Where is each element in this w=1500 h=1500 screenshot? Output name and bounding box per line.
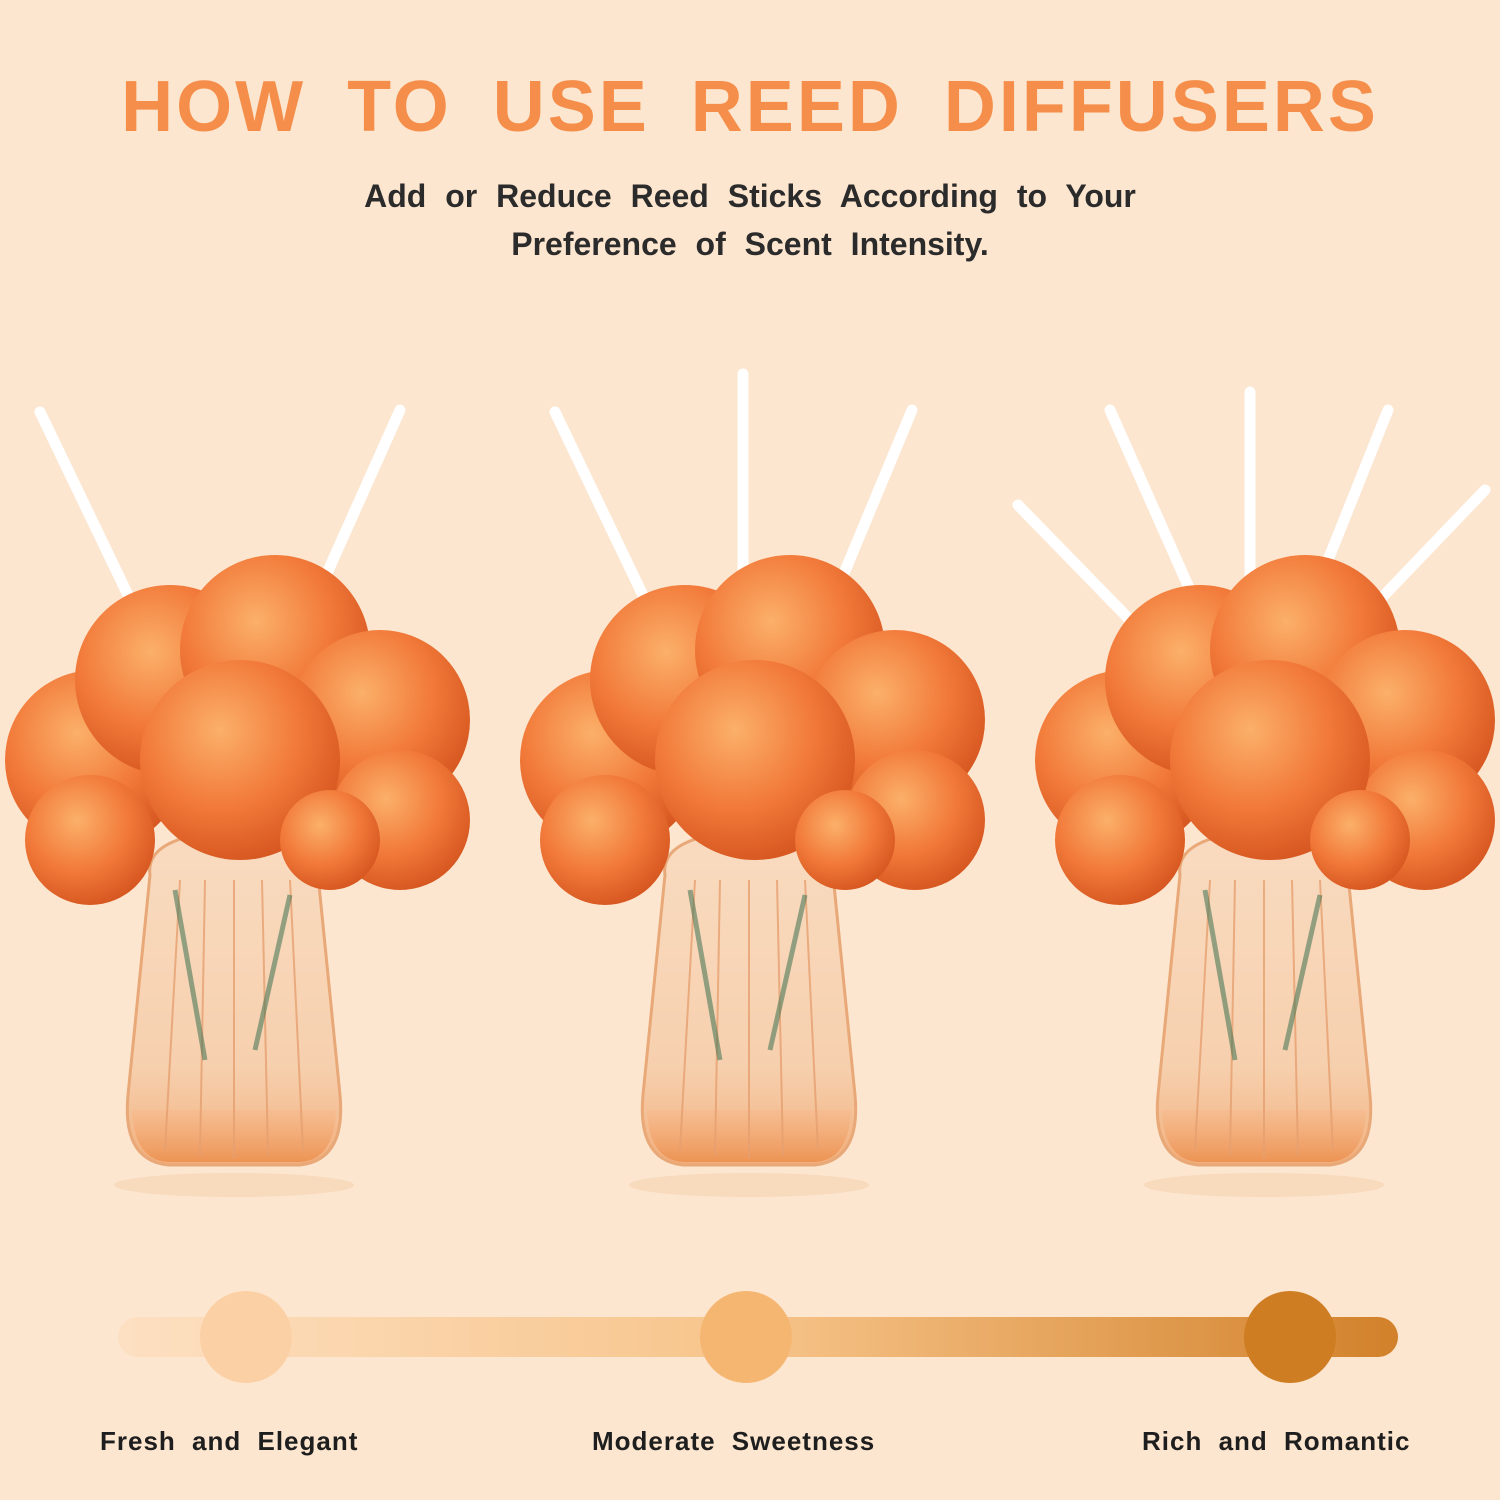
diffuser-illustrations — [0, 350, 1500, 1230]
subtitle-line-1: Add or Reduce Reed Sticks According to Y… — [364, 178, 1136, 214]
reed-sticks — [34, 404, 406, 626]
intensity-label-rich: Rich and Romantic — [1142, 1426, 1411, 1456]
intensity-scale-svg — [118, 1291, 1398, 1383]
vase — [1155, 830, 1373, 1167]
intensity-scale — [0, 1280, 1500, 1400]
reed-sticks — [1012, 386, 1491, 626]
vase — [125, 830, 343, 1167]
reed-sticks — [549, 368, 918, 616]
diffuser-fresh — [5, 404, 470, 1197]
intensity-dot-fresh — [200, 1291, 292, 1383]
intensity-dot-moderate — [700, 1291, 792, 1383]
flower-bouquet — [5, 555, 470, 905]
vase — [640, 830, 858, 1167]
diffusers-svg — [5, 368, 1495, 1197]
flower-bouquet — [1035, 555, 1495, 905]
intensity-label-moderate: Moderate Sweetness — [592, 1426, 876, 1456]
intensity-dot-rich — [1244, 1291, 1336, 1383]
page-title: HOW TO USE REED DIFFUSERS — [121, 67, 1379, 147]
subtitle-line-2: Preference of Scent Intensity. — [511, 226, 989, 262]
intensity-label-fresh: Fresh and Elegant — [100, 1426, 359, 1456]
diffuser-rich — [1012, 386, 1495, 1197]
diffuser-moderate — [520, 368, 985, 1197]
flower-bouquet — [520, 555, 985, 905]
